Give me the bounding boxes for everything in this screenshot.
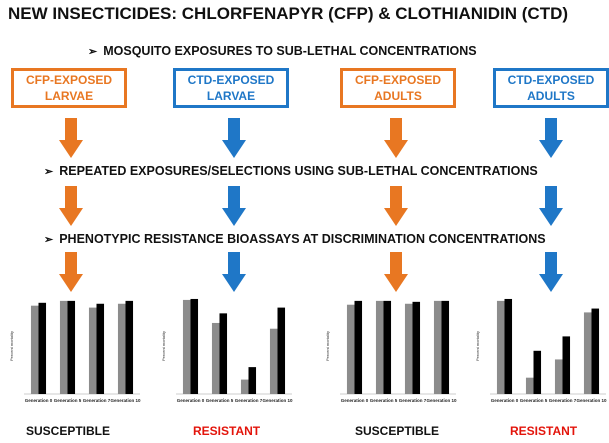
bar-series1-cat2 [562, 336, 571, 394]
bar-series1-cat1 [219, 313, 228, 394]
bar-series0-cat3 [583, 312, 592, 394]
group-box-line2: LARVAE [44, 89, 94, 103]
x-tick-label: Generation 10 [426, 398, 457, 403]
bar-series1-cat3 [591, 308, 600, 394]
bar-series0-cat3 [117, 303, 126, 394]
step-1: ➢ MOSQUITO EXPOSURES TO SUB-LETHAL CONCEN… [88, 44, 477, 58]
x-tick-label: Generation 5 [206, 398, 234, 403]
x-tick-label: Generation 7 [549, 398, 577, 403]
group-box-ctd-adults: CTD-EXPOSED ADULTS [493, 68, 609, 108]
x-tick-label: Generation 7 [83, 398, 111, 403]
x-tick-label: Generation 0 [491, 398, 519, 403]
bar-series1-cat0 [190, 298, 199, 394]
x-tick-label: Generation 0 [177, 398, 205, 403]
y-axis-label: Percent mortality [161, 331, 166, 361]
down-arrow-icon [539, 252, 563, 292]
bar-series1-cat0 [354, 300, 363, 394]
down-arrow-icon [59, 118, 83, 158]
x-tick-label: Generation 7 [399, 398, 427, 403]
x-tick-label: Generation 0 [341, 398, 369, 403]
bar-series1-cat2 [248, 367, 257, 394]
x-tick-label: Generation 7 [235, 398, 263, 403]
x-tick-label: Generation 10 [262, 398, 293, 403]
step-3: ➢ PHENOTYPIC RESISTANCE BIOASSAYS AT DISC… [44, 232, 546, 246]
bar-series1-cat3 [125, 300, 134, 394]
verdict-label-cfp-larvae: SUSCEPTIBLE [26, 424, 111, 438]
group-box-line2: LARVAE [206, 89, 256, 103]
verdict-label-ctd-larvae: RESISTANT [193, 424, 261, 438]
bar-series1-cat3 [441, 300, 450, 394]
bar-series1-cat3 [277, 307, 286, 394]
bar-series0-cat2 [240, 379, 249, 394]
verdict-label-cfp-adults: SUSCEPTIBLE [355, 424, 440, 438]
x-tick-label: Generation 5 [520, 398, 548, 403]
step-2: ➢ REPEATED EXPOSURES/SELECTIONS USING SUB… [44, 164, 538, 178]
bar-series0-cat2 [404, 303, 413, 394]
bar-series1-cat1 [383, 300, 392, 394]
step-2-marker: ➢ [44, 166, 54, 178]
group-box-cfp-larvae: CFP-EXPOSED LARVAE [11, 68, 127, 108]
y-axis-label: Percent mortality [325, 331, 330, 361]
x-tick-label: Generation 10 [110, 398, 141, 403]
bar-series0-cat1 [59, 300, 68, 394]
down-arrow-icon [539, 186, 563, 226]
bar-series1-cat1 [67, 300, 76, 394]
step-2-text: REPEATED EXPOSURES/SELECTIONS USING SUB-… [59, 164, 538, 178]
group-box-cfp-adults: CFP-EXPOSED ADULTS [340, 68, 456, 108]
step-1-text: MOSQUITO EXPOSURES TO SUB-LETHAL CONCENT… [103, 44, 477, 58]
bar-series0-cat0 [346, 304, 355, 394]
page-title: NEW INSECTICIDES: CHLORFENAPYR (CFP) & C… [8, 4, 569, 23]
y-axis-label: Percent mortality [9, 331, 14, 361]
bar-series1-cat1 [533, 350, 542, 394]
bar-series0-cat3 [269, 328, 278, 394]
group-box-line1: CTD-EXPOSED [507, 73, 595, 87]
step-3-text: PHENOTYPIC RESISTANCE BIOASSAYS AT DISCR… [59, 232, 546, 246]
bar-series1-cat0 [38, 302, 47, 394]
bar-series0-cat0 [30, 305, 39, 394]
bar-series0-cat1 [525, 377, 534, 394]
down-arrow-icon [222, 118, 246, 158]
down-arrow-icon [384, 252, 408, 292]
x-tick-label: Generation 0 [25, 398, 53, 403]
group-box-line1: CFP-EXPOSED [354, 73, 441, 87]
down-arrow-icon [222, 252, 246, 292]
verdict-label-ctd-adults: RESISTANT [510, 424, 578, 438]
group-box-line1: CFP-EXPOSED [25, 73, 112, 87]
down-arrow-icon [384, 118, 408, 158]
bar-series0-cat0 [496, 300, 505, 394]
bar-series1-cat2 [412, 301, 421, 394]
down-arrow-icon [59, 186, 83, 226]
group-box-line2: ADULTS [374, 89, 422, 103]
bar-series0-cat1 [211, 322, 220, 394]
bar-series0-cat3 [433, 300, 442, 394]
x-tick-label: Generation 5 [370, 398, 398, 403]
down-arrow-icon [59, 252, 83, 292]
group-box-ctd-larvae: CTD-EXPOSED LARVAE [173, 68, 289, 108]
bar-series1-cat0 [504, 298, 513, 394]
group-box-line2: ADULTS [527, 89, 575, 103]
y-axis-label: Percent mortality [475, 331, 480, 361]
bar-series0-cat2 [554, 359, 563, 394]
down-arrow-icon [222, 186, 246, 226]
bar-series0-cat1 [375, 300, 384, 394]
bar-series1-cat2 [96, 303, 105, 394]
step-1-marker: ➢ [88, 46, 98, 58]
bar-series0-cat0 [182, 299, 191, 394]
group-box-line1: CTD-EXPOSED [187, 73, 275, 87]
x-tick-label: Generation 5 [54, 398, 82, 403]
down-arrow-icon [539, 118, 563, 158]
bar-series0-cat2 [88, 307, 97, 394]
x-tick-label: Generation 10 [576, 398, 607, 403]
step-3-marker: ➢ [44, 234, 54, 246]
down-arrow-icon [384, 186, 408, 226]
